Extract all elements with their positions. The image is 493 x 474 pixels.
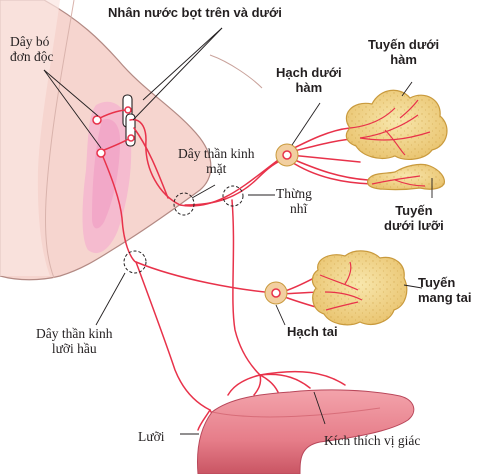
submandibular-ganglion bbox=[275, 143, 299, 167]
nucleus-neurons bbox=[92, 106, 135, 158]
label-chorda-tympani: Thừng nhĩ bbox=[276, 186, 312, 217]
parotid-gland bbox=[311, 250, 408, 326]
leader-lines bbox=[43, 27, 433, 435]
sublingual-gland bbox=[367, 163, 445, 191]
label-taste-stimulus: Kích thích vị giác bbox=[324, 433, 421, 448]
label-submandibular-ganglion: Hạch dưới hàm bbox=[276, 65, 342, 95]
label-single-tract: Dây bó đơn độc bbox=[10, 34, 54, 65]
otic-ganglion bbox=[264, 281, 288, 305]
label-glossopharyngeal-nerve: Dây thần kinh lưỡi hầu bbox=[36, 326, 113, 357]
label-tongue: Lưỡi bbox=[138, 429, 165, 444]
submandibular-gland bbox=[345, 89, 448, 160]
label-submandibular-gland: Tuyến dưới hàm bbox=[368, 37, 440, 67]
tongue bbox=[197, 389, 415, 474]
label-otic-ganglion: Hạch tai bbox=[287, 324, 338, 339]
label-sublingual-gland: Tuyến dưới lưỡi bbox=[384, 203, 444, 233]
nerve-markers bbox=[123, 185, 244, 274]
label-salivary-nuclei: Nhân nước bọt trên và dưới bbox=[108, 5, 282, 20]
label-parotid-gland: Tuyến mang tai bbox=[418, 275, 472, 305]
label-facial-nerve: Dây thần kinh mặt bbox=[178, 146, 255, 177]
